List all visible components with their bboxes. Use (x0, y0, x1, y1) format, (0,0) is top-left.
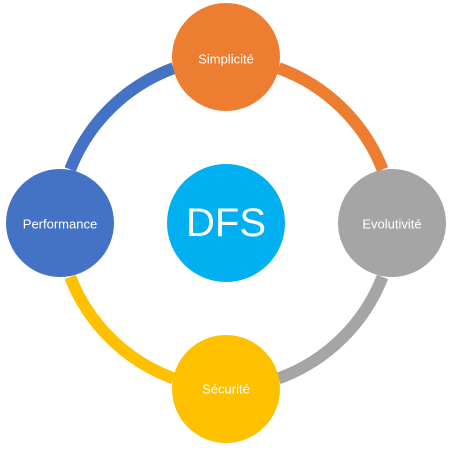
arc-simplicite-evolutivite (276, 62, 389, 172)
node-simplicite (172, 3, 280, 111)
arc-evolutivite-securite (276, 274, 389, 385)
node-performance-label: Performance (23, 217, 97, 232)
arc-performance-simplicite (64, 62, 176, 172)
center-circle (167, 164, 285, 282)
node-evolutivite-label: Evolutivité (362, 217, 421, 232)
arc-securite-performance (64, 274, 176, 385)
node-securite (172, 335, 280, 443)
node-performance (6, 169, 114, 277)
center-label: DFS (186, 201, 266, 245)
node-simplicite-label: Simplicité (198, 52, 254, 67)
node-evolutivite (338, 169, 446, 277)
node-securite-label: Sécurité (202, 382, 250, 397)
